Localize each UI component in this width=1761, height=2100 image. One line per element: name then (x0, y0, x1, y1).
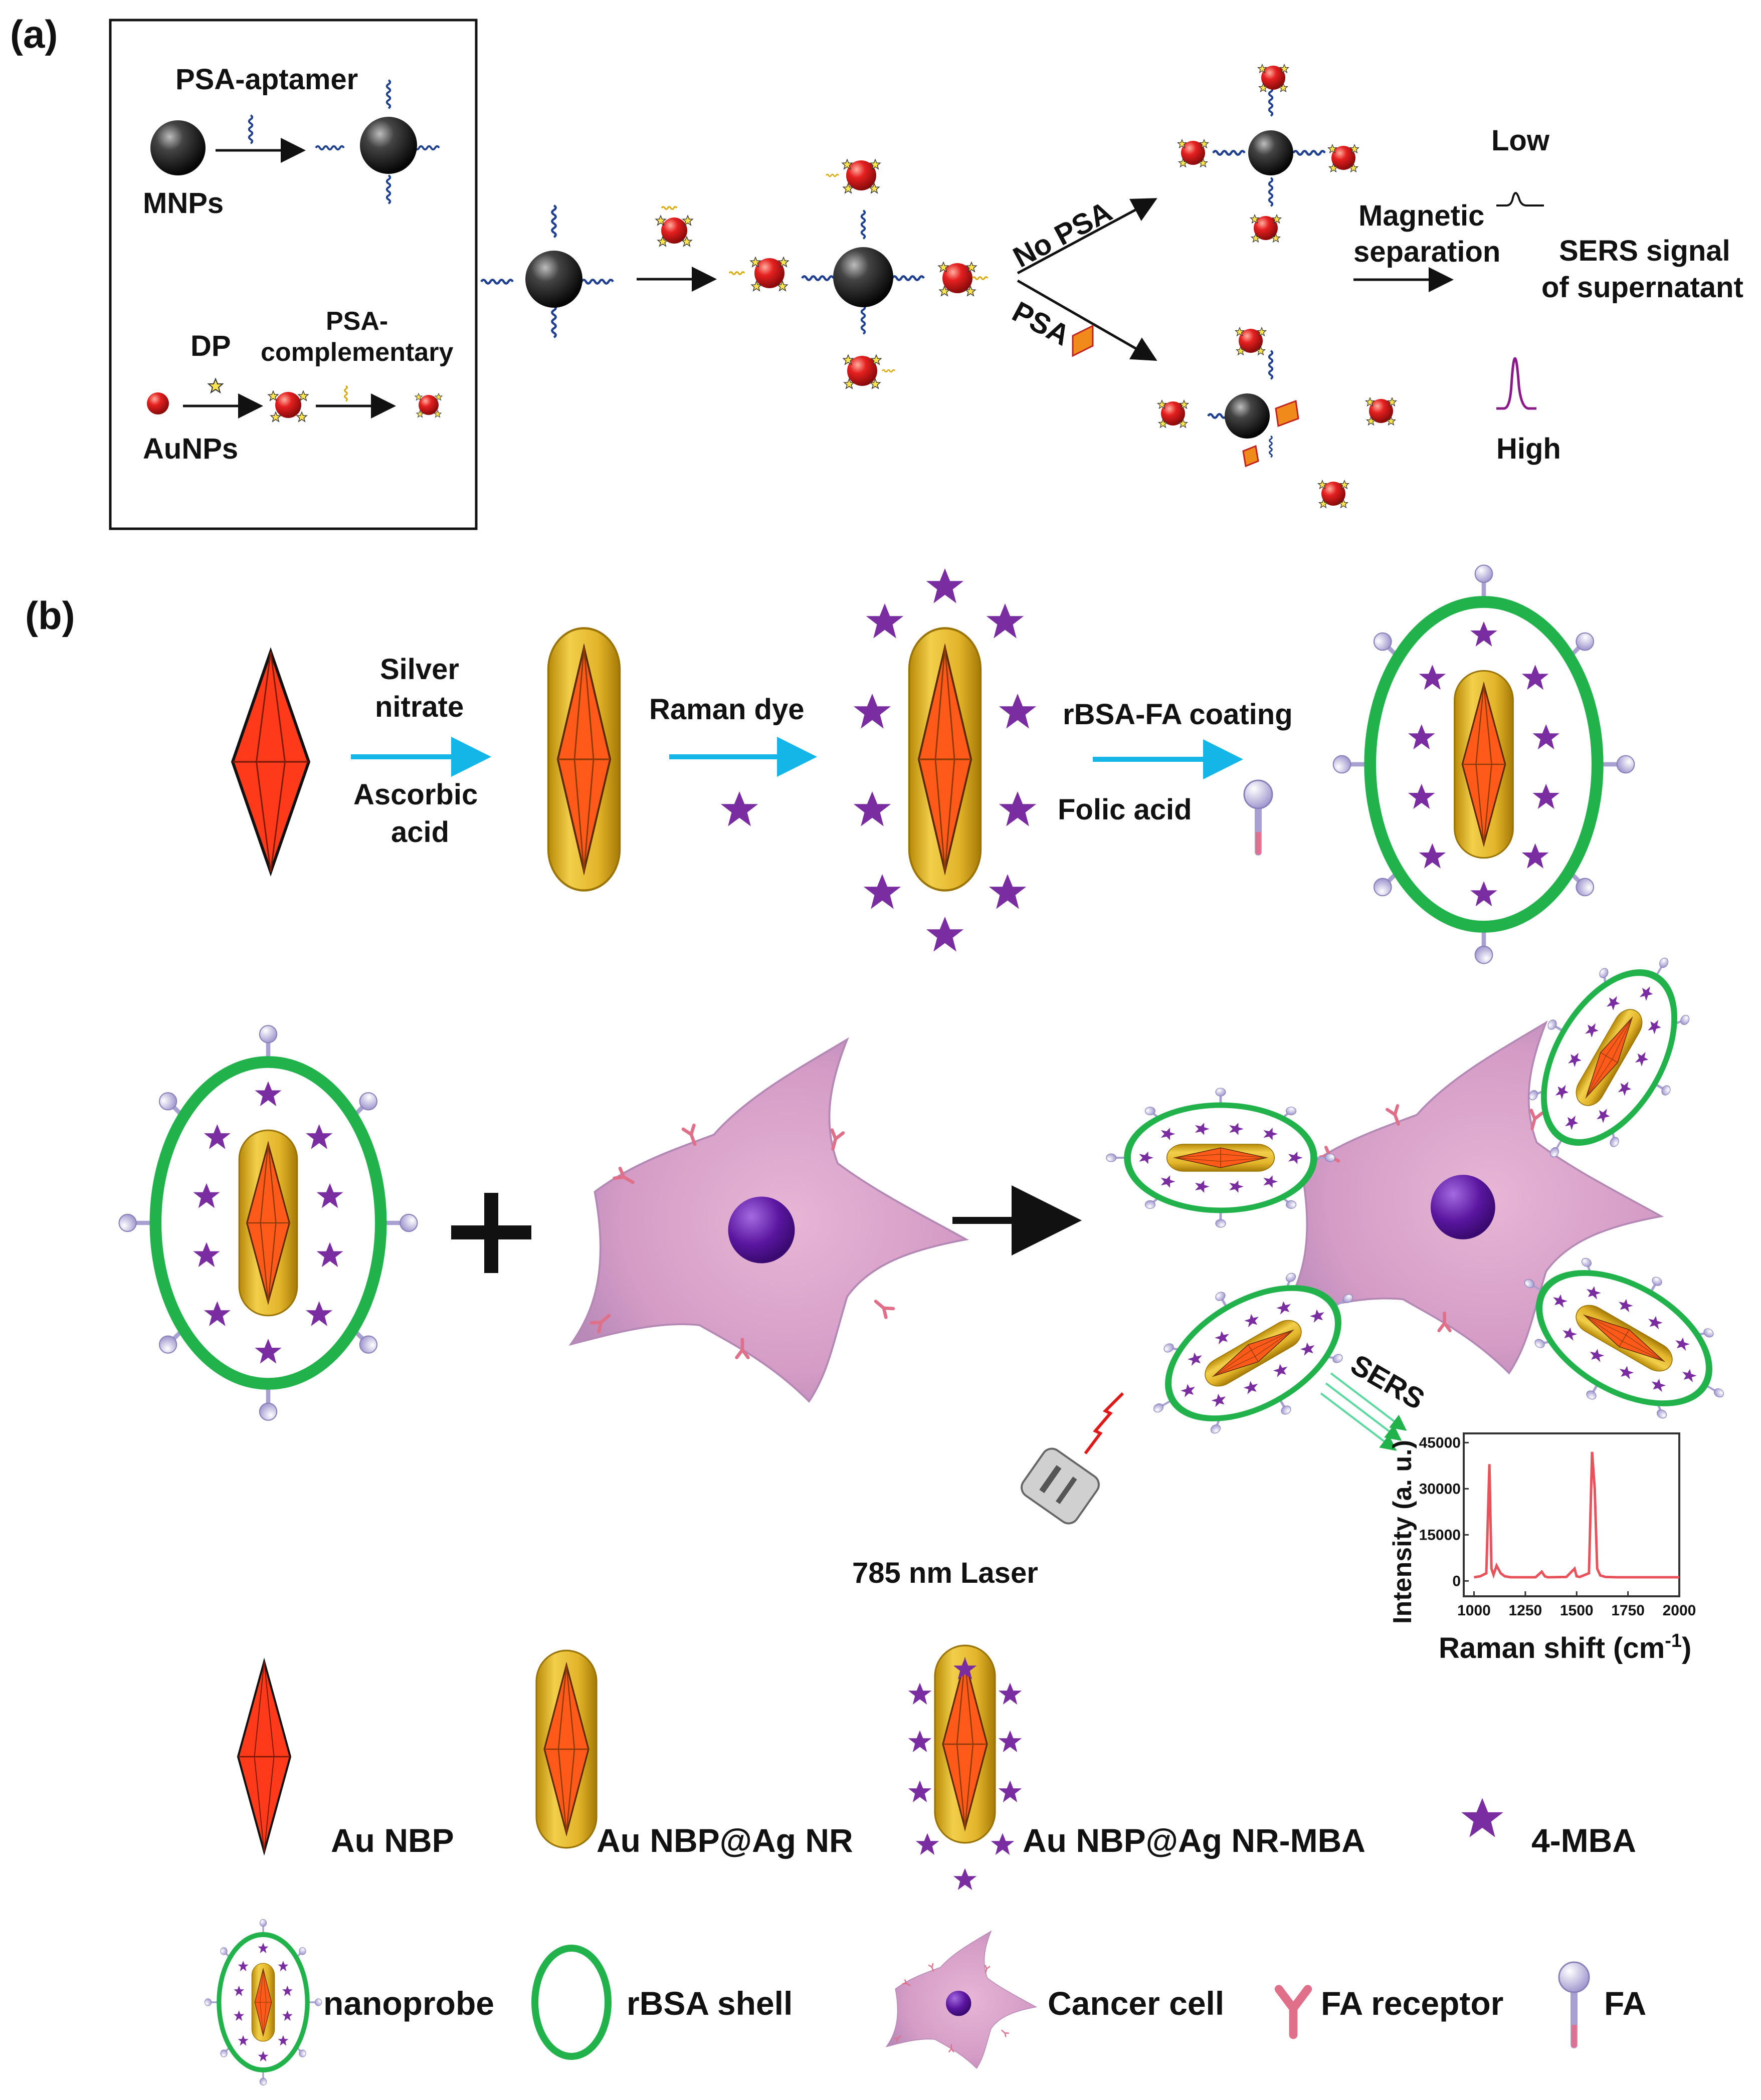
legend-au-nbp-ag-nr-mba-label: Au NBP@Ag NR-MBA (1023, 1822, 1365, 1859)
au-nbp-particle (233, 652, 309, 872)
low-label: Low (1491, 124, 1550, 157)
mnps-label: MNPs (143, 187, 224, 220)
spectrum-ylabel: Intensity (a. u.) (1388, 1440, 1417, 1624)
low-signal-peak (1496, 192, 1544, 206)
ascorbic-label-2: acid (391, 816, 449, 849)
nanoprobe-product (1333, 565, 1634, 964)
legend-au-nbp-ag-nr-icon (535, 1649, 598, 1849)
spectrum-ytick-label: 45000 (1419, 1434, 1461, 1451)
magnetic-label-2: separation (1353, 236, 1500, 268)
spectrum-xlabel: Raman shift (cm-1) (1439, 1630, 1691, 1664)
panel-a-label: (a) (10, 12, 58, 56)
mnp-aunp-complex (728, 159, 989, 389)
psa-label: PSA (1007, 295, 1075, 352)
magnetic-label-1: Magnetic (1358, 199, 1484, 232)
legend-au-nbp-icon (238, 1661, 290, 1852)
arrow-no-psa (1017, 198, 1157, 275)
spectrum-line (1474, 1451, 1679, 1579)
spectrum-xtick-label: 1750 (1611, 1602, 1645, 1619)
plus-sign (451, 1193, 531, 1273)
legend-cancer-cell-label: Cancer cell (1048, 1985, 1224, 2022)
psa-complementary-label-1: PSA- (326, 307, 388, 336)
high-signal-peak (1496, 357, 1536, 410)
spectrum-xtick-label: 1000 (1457, 1602, 1491, 1619)
legend-fa-icon (1558, 1961, 1590, 2048)
nanoprobe-reactant (119, 1025, 418, 1420)
legend-nanoprobe-icon (205, 1919, 322, 2085)
laser-objective-icon (1021, 1392, 1124, 1525)
legend-4-mba-label: 4-MBA (1531, 1822, 1636, 1859)
legend-rbsa-shell-icon (531, 1945, 612, 2060)
aunp-dp (268, 390, 309, 422)
aunps-label: AuNPs (143, 433, 238, 465)
raman-spectrum-chart: 45000 30000 15000 0 1000 1250 1500 1750 2000 In… (1388, 1432, 1696, 1664)
no-psa-label: No PSA (1008, 195, 1117, 274)
psa-molecule (1072, 324, 1094, 357)
aunp-probe-free (655, 206, 693, 247)
folic-acid-label: Folic acid (1058, 793, 1192, 826)
legend-au-nbp-label: Au NBP (331, 1822, 454, 1859)
spectrum-xtick-label: 2000 (1663, 1602, 1696, 1619)
legend-4-mba-icon (1461, 1798, 1503, 1837)
laser-label: 785 nm Laser (852, 1557, 1038, 1589)
spectrum-xtick-label: 1500 (1560, 1602, 1594, 1619)
targeted-cell-complex (1106, 924, 1758, 1471)
cancer-cell (571, 1039, 966, 1401)
dp-label: DP (190, 330, 231, 362)
spectrum-xtick-label: 1250 (1508, 1602, 1542, 1619)
sers-signal-label-2: of supernatant (1541, 271, 1743, 304)
arrow-psa (1017, 279, 1157, 361)
legend-nanoprobe-label: nanoprobe (323, 1985, 494, 2022)
legend-rbsa-shell-label: rBSA shell (627, 1985, 793, 2022)
rbsa-fa-coating-label: rBSA-FA coating (1063, 698, 1293, 731)
panel-b-label: (b) (25, 593, 75, 638)
panel-a-inset-box (109, 19, 478, 530)
complex-with-psa (1157, 327, 1397, 508)
psa-complementary-label-2: complementary (261, 338, 453, 367)
spectrum-ytick-label: 0 (1452, 1573, 1461, 1589)
legend-au-nbp-ag-nr-label: Au NBP@Ag NR (597, 1822, 853, 1859)
legend-au-nbp-ag-nr-mba-icon (908, 1644, 1022, 1890)
sers-scatter-arrows (1320, 1372, 1407, 1451)
complex-no-psa (1178, 64, 1359, 243)
mnp-aptamer-conjugate (316, 80, 439, 203)
mnp-aptamer-main (481, 205, 613, 337)
aunp-particle (147, 392, 169, 414)
au-nbp-ag-nr-mba-particle (853, 568, 1037, 952)
silver-nitrate-label-2: nitrate (375, 691, 464, 723)
aunp-dp-complementary (415, 393, 443, 417)
legend-fa-receptor-icon (1279, 1989, 1308, 2035)
mnp-particle (150, 120, 206, 175)
raman-dye-star (720, 791, 758, 826)
silver-nitrate-label-1: Silver (380, 653, 459, 686)
legend-cancer-cell-icon (886, 1931, 1036, 2068)
legend-fa-receptor-label: FA receptor (1321, 1985, 1503, 2022)
spectrum-ytick-label: 30000 (1419, 1481, 1461, 1497)
legend-fa-label: FA (1604, 1985, 1646, 2022)
high-label: High (1496, 433, 1561, 465)
raman-dye-label: Raman dye (649, 693, 804, 726)
sers-signal-label-1: SERS signal (1559, 235, 1730, 267)
folic-acid-icon (1243, 779, 1273, 856)
psa-aptamer-label: PSA-aptamer (175, 63, 358, 96)
ascorbic-label-1: Ascorbic (353, 778, 478, 811)
au-nbp-ag-nr-particle (548, 628, 620, 890)
spectrum-ytick-label: 15000 (1419, 1527, 1461, 1543)
sers-label: SERS (1345, 1348, 1430, 1416)
